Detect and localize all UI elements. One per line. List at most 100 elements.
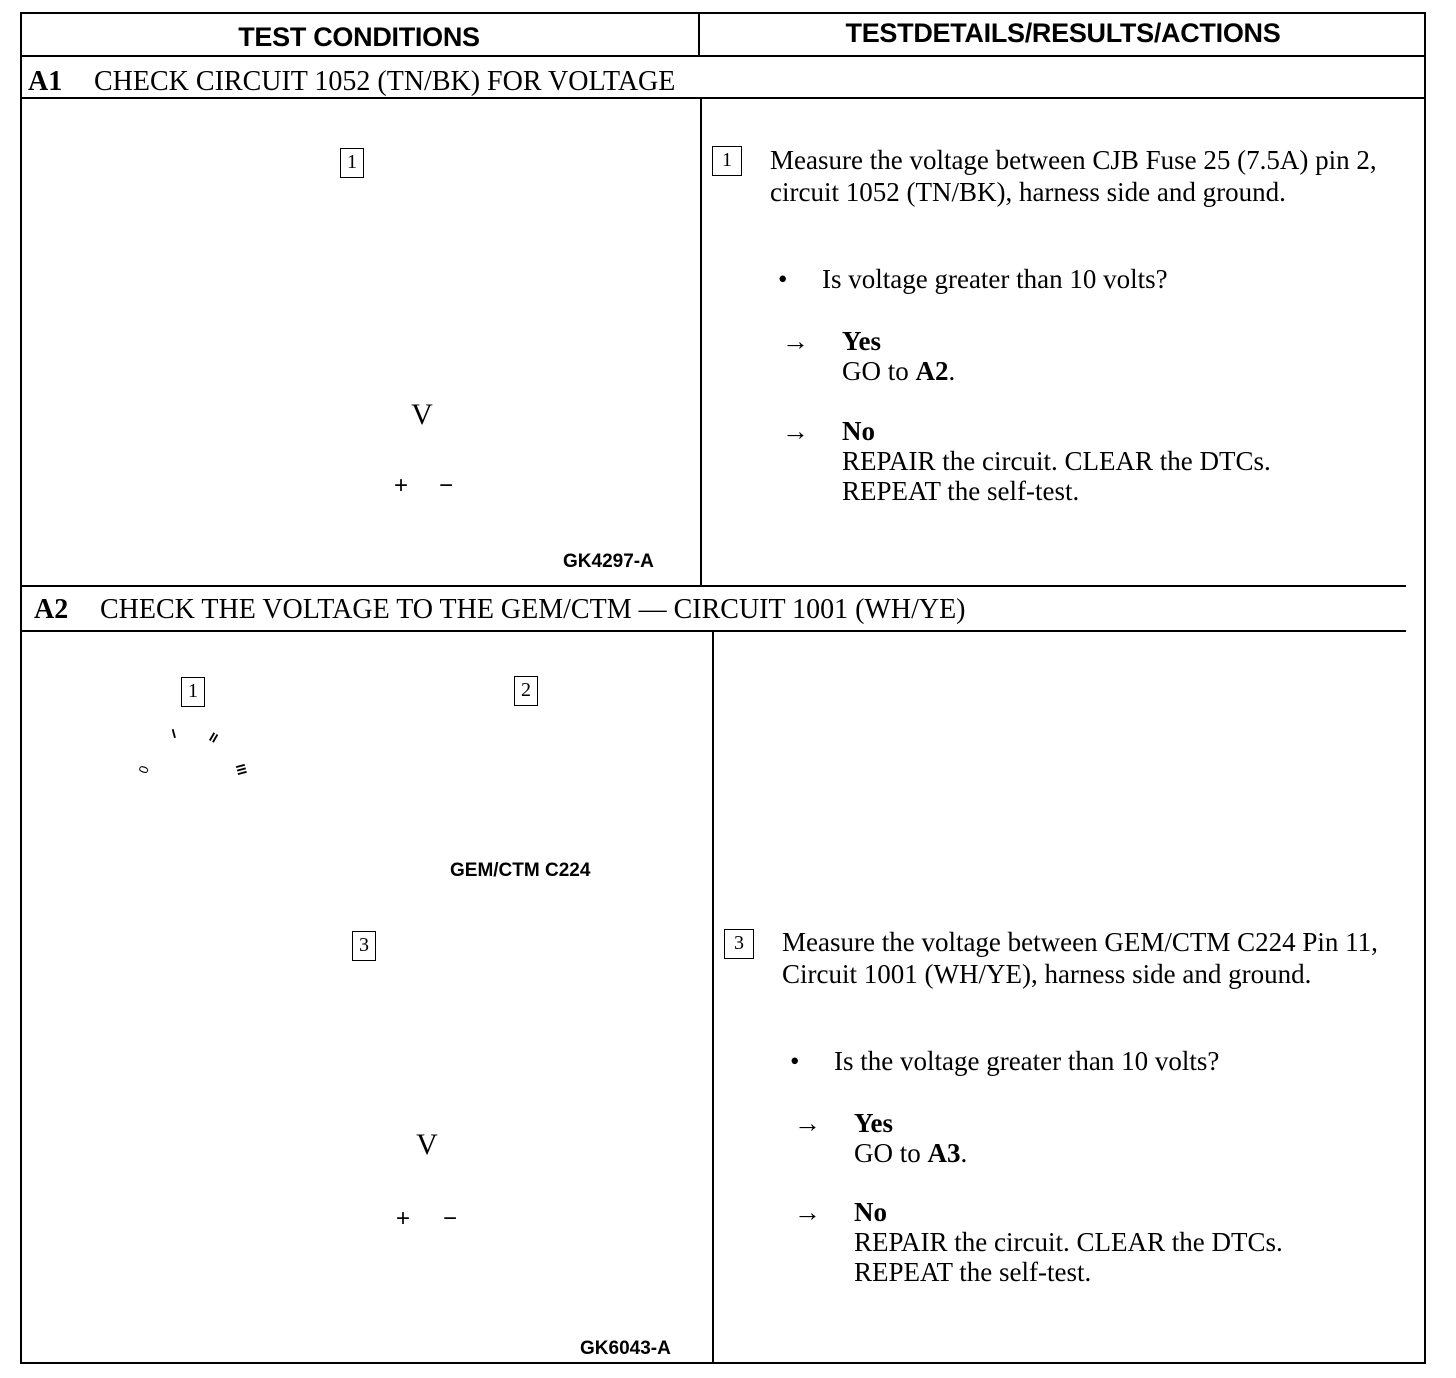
connector-pin bbox=[167, 1029, 178, 1036]
connector-pin bbox=[267, 1059, 278, 1066]
fuse-slot bbox=[123, 403, 153, 416]
bullet-icon: • bbox=[778, 264, 788, 294]
fuse-label: 26 bbox=[134, 442, 142, 449]
fuse-label: 12 bbox=[202, 300, 210, 307]
header-rule bbox=[20, 55, 1426, 57]
fuse-slot bbox=[123, 509, 153, 522]
a1-no-label: No bbox=[842, 416, 875, 446]
connector-pin bbox=[307, 1029, 318, 1036]
step-a2-title: A2 CHECK THE VOLTAGE TO THE GEM/CTM — CIR… bbox=[34, 594, 966, 626]
connector-pin bbox=[301, 1059, 312, 1066]
a1-probe-lead bbox=[111, 439, 388, 489]
fuse-slot bbox=[89, 261, 119, 274]
connector-pin bbox=[231, 1059, 242, 1066]
connector-pin bbox=[343, 1029, 354, 1036]
step-a2-title-text: CHECK THE VOLTAGE TO THE GEM/CTM — CIRCU… bbox=[100, 594, 966, 625]
fuse-slot bbox=[123, 331, 153, 344]
fuse-slot bbox=[157, 403, 187, 416]
a1-no-action-2: REPEAT the self-test. bbox=[842, 476, 1080, 506]
fuse-label: 18 bbox=[134, 372, 142, 379]
fuse-slot bbox=[191, 403, 221, 416]
a2-question-text: Is the voltage greater than 10 volts? bbox=[834, 1046, 1220, 1076]
a1-instruction: Measure the voltage between CJB Fuse 25 … bbox=[770, 145, 1377, 207]
a1-yes-action: GO to A2. bbox=[842, 356, 956, 386]
fuse-label: 19 bbox=[168, 372, 176, 379]
column-header-test-conditions: TEST CONDITIONS bbox=[238, 22, 480, 52]
a1-yes-target: A2 bbox=[915, 356, 949, 386]
step-a1-id: A1 bbox=[28, 66, 63, 97]
a2-meter-plus-sign: + bbox=[395, 1205, 410, 1232]
a1-no-action-1: REPAIR the circuit. CLEAR the DTCs. bbox=[842, 446, 1271, 476]
arrow-icon: → bbox=[794, 1197, 821, 1227]
column-divider-a1 bbox=[700, 98, 702, 586]
fuse-slot bbox=[157, 295, 187, 308]
fuse-label: 9 bbox=[102, 300, 106, 307]
step-a2-id: A2 bbox=[34, 594, 69, 625]
fuse-label: 13 bbox=[100, 336, 108, 343]
fuse-label: 11 bbox=[168, 300, 175, 307]
connector-pin bbox=[375, 1029, 386, 1036]
fuse-label: 16 bbox=[202, 336, 210, 343]
fuse-label: 15 bbox=[168, 336, 176, 343]
fuse-slot bbox=[123, 225, 153, 238]
fuse-label: 30 bbox=[134, 478, 142, 485]
arrow-icon: → bbox=[794, 1108, 821, 1138]
fuse-label: 21 bbox=[100, 408, 108, 415]
a2-yes-action: GO to A3. bbox=[854, 1138, 968, 1168]
connector-pin bbox=[199, 1059, 210, 1066]
column-header-test-details: TESTDETAILS/RESULTS/ACTIONS bbox=[845, 18, 1281, 48]
a2-probe-lead bbox=[205, 1117, 386, 1222]
column-divider-top bbox=[698, 12, 700, 56]
fuse-label: 1 bbox=[102, 230, 106, 237]
fuse-slot bbox=[89, 473, 119, 486]
a2-figure-marker-1: 1 bbox=[181, 677, 205, 707]
fuse-label: 6 bbox=[136, 266, 140, 273]
a2-ground-icon bbox=[549, 1297, 575, 1312]
fuse-label: 5 bbox=[102, 266, 106, 273]
a1-meter-symbol: V bbox=[411, 398, 433, 431]
a2-no-label: No bbox=[854, 1197, 887, 1227]
fuse-label: 27 bbox=[168, 442, 176, 449]
a2-detail-marker-3: 3 bbox=[724, 929, 754, 959]
a1-ground-icon bbox=[508, 539, 532, 554]
connector-pin bbox=[183, 1059, 194, 1066]
fuse-slot bbox=[191, 367, 221, 380]
connector-pin bbox=[249, 1059, 260, 1066]
fuse-label: 25 bbox=[100, 442, 108, 449]
bullet-icon: • bbox=[790, 1046, 800, 1076]
a1-meter-plus-terminal bbox=[385, 471, 417, 503]
a2-instruction: Measure the voltage between GEM/CTM C224… bbox=[782, 927, 1378, 989]
a2-question: • Is the voltage greater than 10 volts? bbox=[790, 1046, 1219, 1077]
a2-no-action-1: REPAIR the circuit. CLEAR the DTCs. bbox=[854, 1227, 1283, 1257]
a2-figure-marker-3: 3 bbox=[352, 931, 376, 961]
fuse-slot bbox=[191, 331, 221, 344]
fuse-slot bbox=[89, 295, 119, 308]
arrow-icon: → bbox=[782, 326, 809, 356]
a1-meter-minus-sign: − bbox=[438, 472, 453, 499]
fuse-slot bbox=[157, 261, 187, 274]
fuse-slot bbox=[99, 529, 112, 557]
fuse-slot bbox=[191, 261, 221, 274]
a1-meter-plus-sign: + bbox=[393, 472, 408, 499]
fuse-label: 8 bbox=[204, 266, 208, 273]
a1-figure-marker-1: 1 bbox=[340, 148, 364, 178]
fuse-label: 3 bbox=[170, 230, 174, 237]
a1-question: •Is voltage greater than 10 volts? bbox=[778, 264, 1168, 295]
connector-pin bbox=[217, 1029, 228, 1036]
fuse-slot bbox=[89, 367, 119, 380]
fuse-label: 14 bbox=[134, 336, 142, 343]
fuse-label: 28 bbox=[202, 442, 210, 449]
test-table-frame bbox=[20, 12, 1426, 1364]
a2-no-action-2: REPEAT the self-test. bbox=[854, 1257, 1092, 1287]
fuse-label: 2 bbox=[136, 230, 140, 237]
fuse-slot bbox=[89, 225, 119, 238]
fuse-slot bbox=[135, 529, 148, 557]
a1-detail-marker-1: 1 bbox=[712, 146, 742, 176]
fuse-label: 20 bbox=[202, 372, 210, 379]
a1-yes-label: Yes bbox=[842, 326, 881, 356]
fuse-label: 31 bbox=[100, 514, 108, 521]
fuse-slot bbox=[157, 331, 187, 344]
a1-figure-code: GK4297-A bbox=[563, 551, 654, 572]
fuse-label: 32 bbox=[134, 514, 142, 521]
